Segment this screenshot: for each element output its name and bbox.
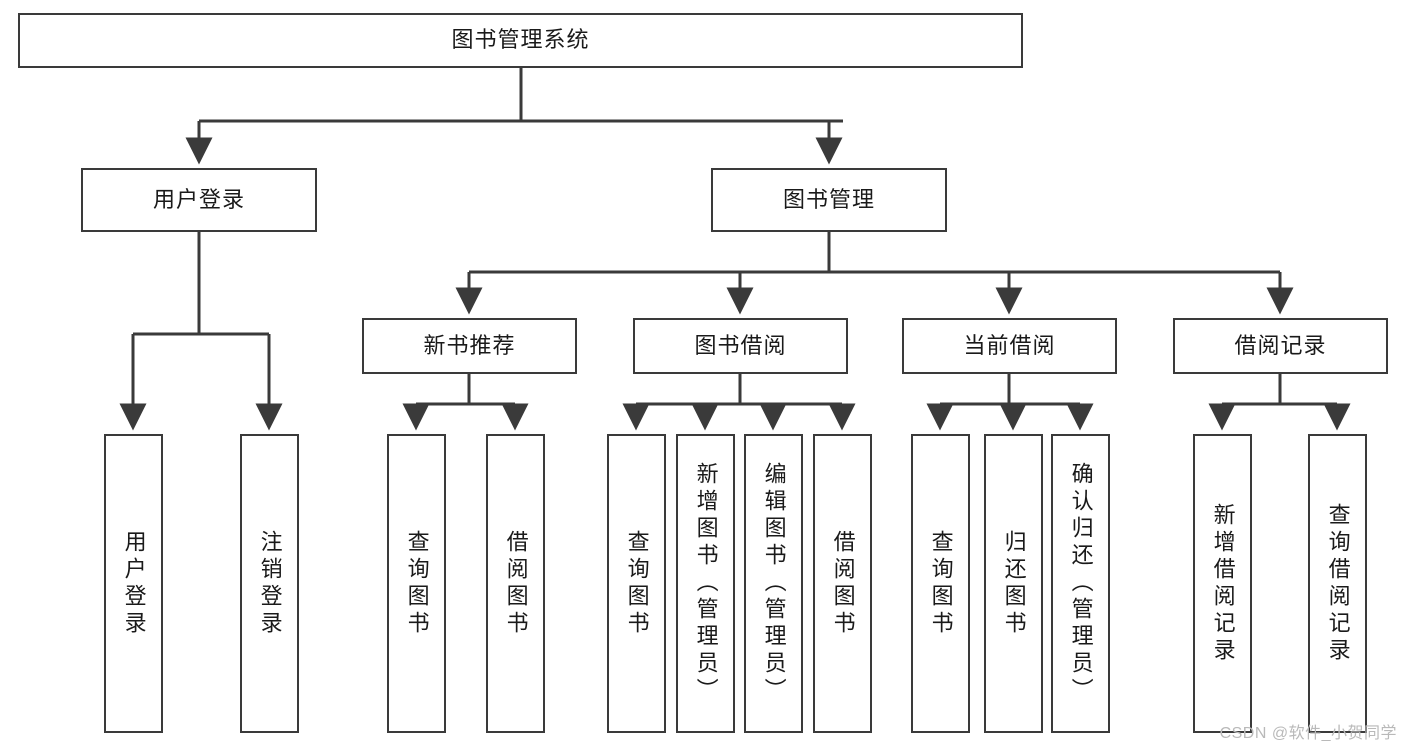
leaf-add-borrow-record[interactable]: 新增借阅记录 (1193, 434, 1252, 733)
leaf-label: 查询图书 (928, 529, 954, 638)
node-user-login-label: 用户登录 (152, 186, 245, 212)
leaf-label: 查询图书 (624, 529, 650, 638)
leaf-query-book-recommend[interactable]: 查询图书 (387, 434, 446, 733)
node-root[interactable]: 图书管理系统 (18, 13, 1023, 68)
leaf-label: 编辑图书（管理员） (761, 462, 787, 705)
leaf-label: 新增借阅记录 (1210, 502, 1236, 665)
leaf-query-book-borrow[interactable]: 查询图书 (607, 434, 666, 733)
leaf-query-borrow-record[interactable]: 查询借阅记录 (1308, 434, 1367, 733)
leaf-label: 查询图书 (404, 529, 430, 638)
node-current-borrow-label: 当前借阅 (963, 332, 1056, 358)
node-new-book-recommend-label: 新书推荐 (423, 332, 516, 358)
leaf-borrow-book-recommend[interactable]: 借阅图书 (486, 434, 545, 733)
node-root-label: 图书管理系统 (451, 27, 590, 53)
leaf-label: 归还图书 (1001, 529, 1027, 638)
node-book-borrow-label: 图书借阅 (694, 332, 787, 358)
leaf-return-book[interactable]: 归还图书 (984, 434, 1043, 733)
leaf-label: 查询借阅记录 (1325, 502, 1351, 665)
node-book-management-label: 图书管理 (782, 186, 875, 212)
node-book-borrow[interactable]: 图书借阅 (633, 318, 848, 374)
leaf-label: 借阅图书 (830, 529, 856, 638)
node-borrow-record[interactable]: 借阅记录 (1173, 318, 1388, 374)
leaf-label: 借阅图书 (503, 529, 529, 638)
node-book-management[interactable]: 图书管理 (711, 168, 947, 232)
leaf-label: 注销登录 (257, 529, 283, 638)
leaf-label: 确认归还（管理员） (1068, 462, 1094, 705)
leaf-query-book-current[interactable]: 查询图书 (911, 434, 970, 733)
leaf-label: 用户登录 (121, 529, 147, 638)
leaf-label: 新增图书（管理员） (693, 462, 719, 705)
leaf-confirm-return-admin[interactable]: 确认归还（管理员） (1051, 434, 1110, 733)
leaf-edit-book-admin[interactable]: 编辑图书（管理员） (744, 434, 803, 733)
node-new-book-recommend[interactable]: 新书推荐 (362, 318, 577, 374)
watermark-text: CSDN @软件_小贺同学 (1219, 725, 1397, 742)
leaf-user-login[interactable]: 用户登录 (104, 434, 163, 733)
node-user-login[interactable]: 用户登录 (81, 168, 317, 232)
node-borrow-record-label: 借阅记录 (1234, 332, 1327, 358)
leaf-borrow-book[interactable]: 借阅图书 (813, 434, 872, 733)
leaf-logout[interactable]: 注销登录 (240, 434, 299, 733)
node-current-borrow[interactable]: 当前借阅 (902, 318, 1117, 374)
leaf-add-book-admin[interactable]: 新增图书（管理员） (676, 434, 735, 733)
